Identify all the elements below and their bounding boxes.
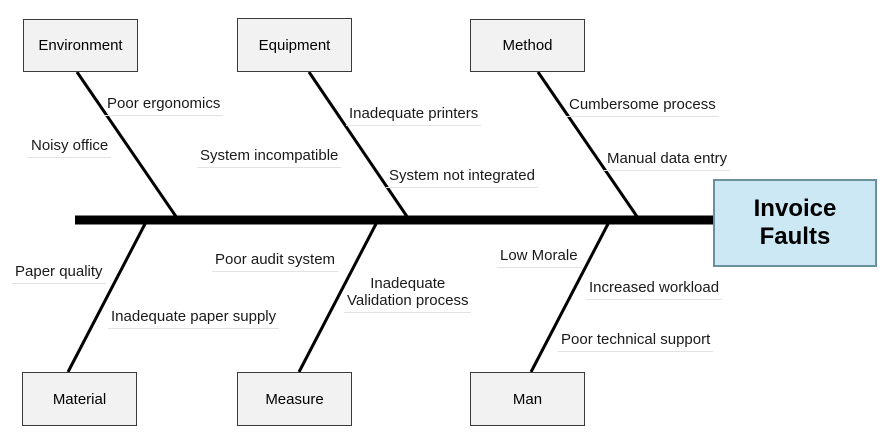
category-environment[interactable]: Environment xyxy=(23,19,138,72)
cause-inadequate-validation-line1: Inadequate xyxy=(370,275,446,292)
cause-system-incompatible: System incompatible xyxy=(197,145,342,168)
cause-inadequate-validation-line2: Validation process xyxy=(347,292,469,309)
cause-low-morale: Low Morale xyxy=(497,245,581,268)
cause-paper-quality: Paper quality xyxy=(12,261,106,284)
category-measure[interactable]: Measure xyxy=(237,372,352,426)
category-equipment[interactable]: Equipment xyxy=(237,18,352,72)
cause-inadequate-paper-supply: Inadequate paper supply xyxy=(108,306,280,329)
effect-title-line1: Invoice xyxy=(753,195,837,222)
cause-cumbersome-process: Cumbersome process xyxy=(566,94,719,117)
cause-poor-audit-system: Poor audit system xyxy=(212,249,339,272)
cause-poor-technical-support: Poor technical support xyxy=(558,329,714,352)
category-material-label: Material xyxy=(52,390,107,408)
category-method-label: Method xyxy=(502,37,553,54)
bone-method xyxy=(536,71,640,219)
category-method[interactable]: Method xyxy=(470,19,585,72)
bone-measure xyxy=(297,221,379,373)
category-environment-label: Environment xyxy=(38,37,123,54)
category-material[interactable]: Material xyxy=(22,372,137,426)
cause-increased-workload: Increased workload xyxy=(586,277,723,300)
effect-box[interactable]: Invoice Faults xyxy=(713,179,877,267)
cause-inadequate-validation-process: Inadequate Validation process xyxy=(344,273,472,313)
bone-environment xyxy=(75,71,179,219)
effect-title-line2: Faults xyxy=(759,223,831,250)
cause-inadequate-printers: Inadequate printers xyxy=(346,103,482,126)
bone-man xyxy=(529,221,611,373)
category-man[interactable]: Man xyxy=(470,372,585,426)
category-equipment-label: Equipment xyxy=(258,36,331,54)
cause-noisy-office: Noisy office xyxy=(28,135,112,158)
bone-equipment xyxy=(307,71,410,219)
cause-manual-data-entry: Manual data entry xyxy=(604,148,731,171)
cause-system-not-integrated: System not integrated xyxy=(386,165,538,188)
cause-poor-ergonomics: Poor ergonomics xyxy=(104,93,224,116)
category-measure-label: Measure xyxy=(265,390,324,408)
bone-material xyxy=(66,221,148,373)
category-man-label: Man xyxy=(512,390,543,408)
